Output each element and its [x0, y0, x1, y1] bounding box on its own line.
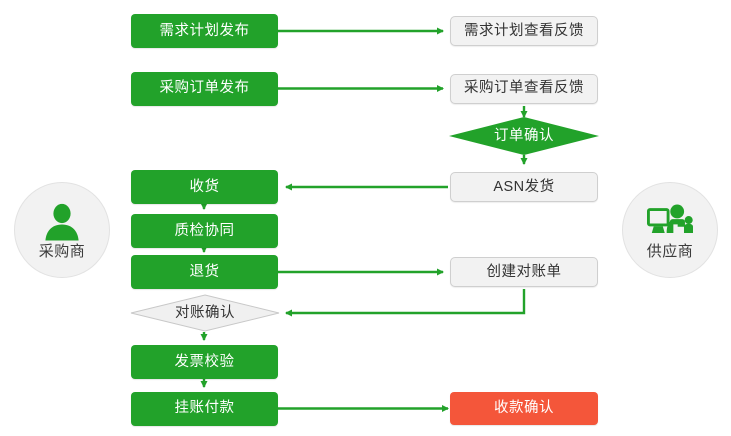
person-icon — [39, 201, 85, 241]
node-demand-plan-feedback[interactable]: 需求计划查看反馈 — [450, 16, 598, 46]
node-label: 质检协同 — [174, 222, 235, 239]
node-payable-payment[interactable]: 挂账付款 — [131, 391, 278, 426]
node-receipt-confirm[interactable]: 收款确认 — [450, 392, 598, 425]
node-statement-confirm[interactable]: 对账确认 — [130, 294, 280, 332]
node-po-publish[interactable]: 采购订单发布 — [131, 71, 278, 106]
node-label: ASN发货 — [493, 178, 555, 195]
node-label: 采购订单查看反馈 — [464, 80, 584, 97]
node-label: 对账确认 — [175, 304, 235, 321]
node-create-statement[interactable]: 创建对账单 — [450, 257, 598, 287]
node-asn-shipment[interactable]: ASN发货 — [450, 172, 598, 202]
node-demand-plan-publish[interactable]: 需求计划发布 — [131, 14, 278, 48]
node-label: 退货 — [189, 263, 220, 280]
actor-buyer[interactable]: 采购商 — [14, 182, 110, 278]
node-receive-goods[interactable]: 收货 — [131, 170, 278, 204]
node-label: 需求计划发布 — [159, 22, 250, 39]
node-label: 挂账付款 — [174, 400, 235, 417]
actor-supplier-label: 供应商 — [646, 243, 694, 260]
node-label: 发票校验 — [174, 353, 235, 370]
node-label: 创建对账单 — [486, 263, 562, 280]
edge-create-statement-to-statement-confirm — [285, 289, 526, 317]
node-label: 订单确认 — [494, 127, 554, 144]
node-po-feedback[interactable]: 采购订单查看反馈 — [450, 73, 598, 104]
actor-buyer-label: 采购商 — [38, 243, 86, 260]
node-label: 采购订单发布 — [159, 80, 250, 97]
node-label: 收款确认 — [494, 400, 554, 417]
person-at-computer-icon — [647, 201, 693, 241]
node-invoice-verification[interactable]: 发票校验 — [131, 345, 278, 379]
node-quality-collaboration[interactable]: 质检协同 — [131, 214, 278, 248]
node-return-goods[interactable]: 退货 — [131, 255, 278, 289]
actor-supplier[interactable]: 供应商 — [622, 182, 718, 278]
node-label: 需求计划查看反馈 — [464, 22, 584, 39]
node-label: 收货 — [189, 178, 220, 195]
node-order-confirm[interactable]: 订单确认 — [449, 117, 599, 155]
